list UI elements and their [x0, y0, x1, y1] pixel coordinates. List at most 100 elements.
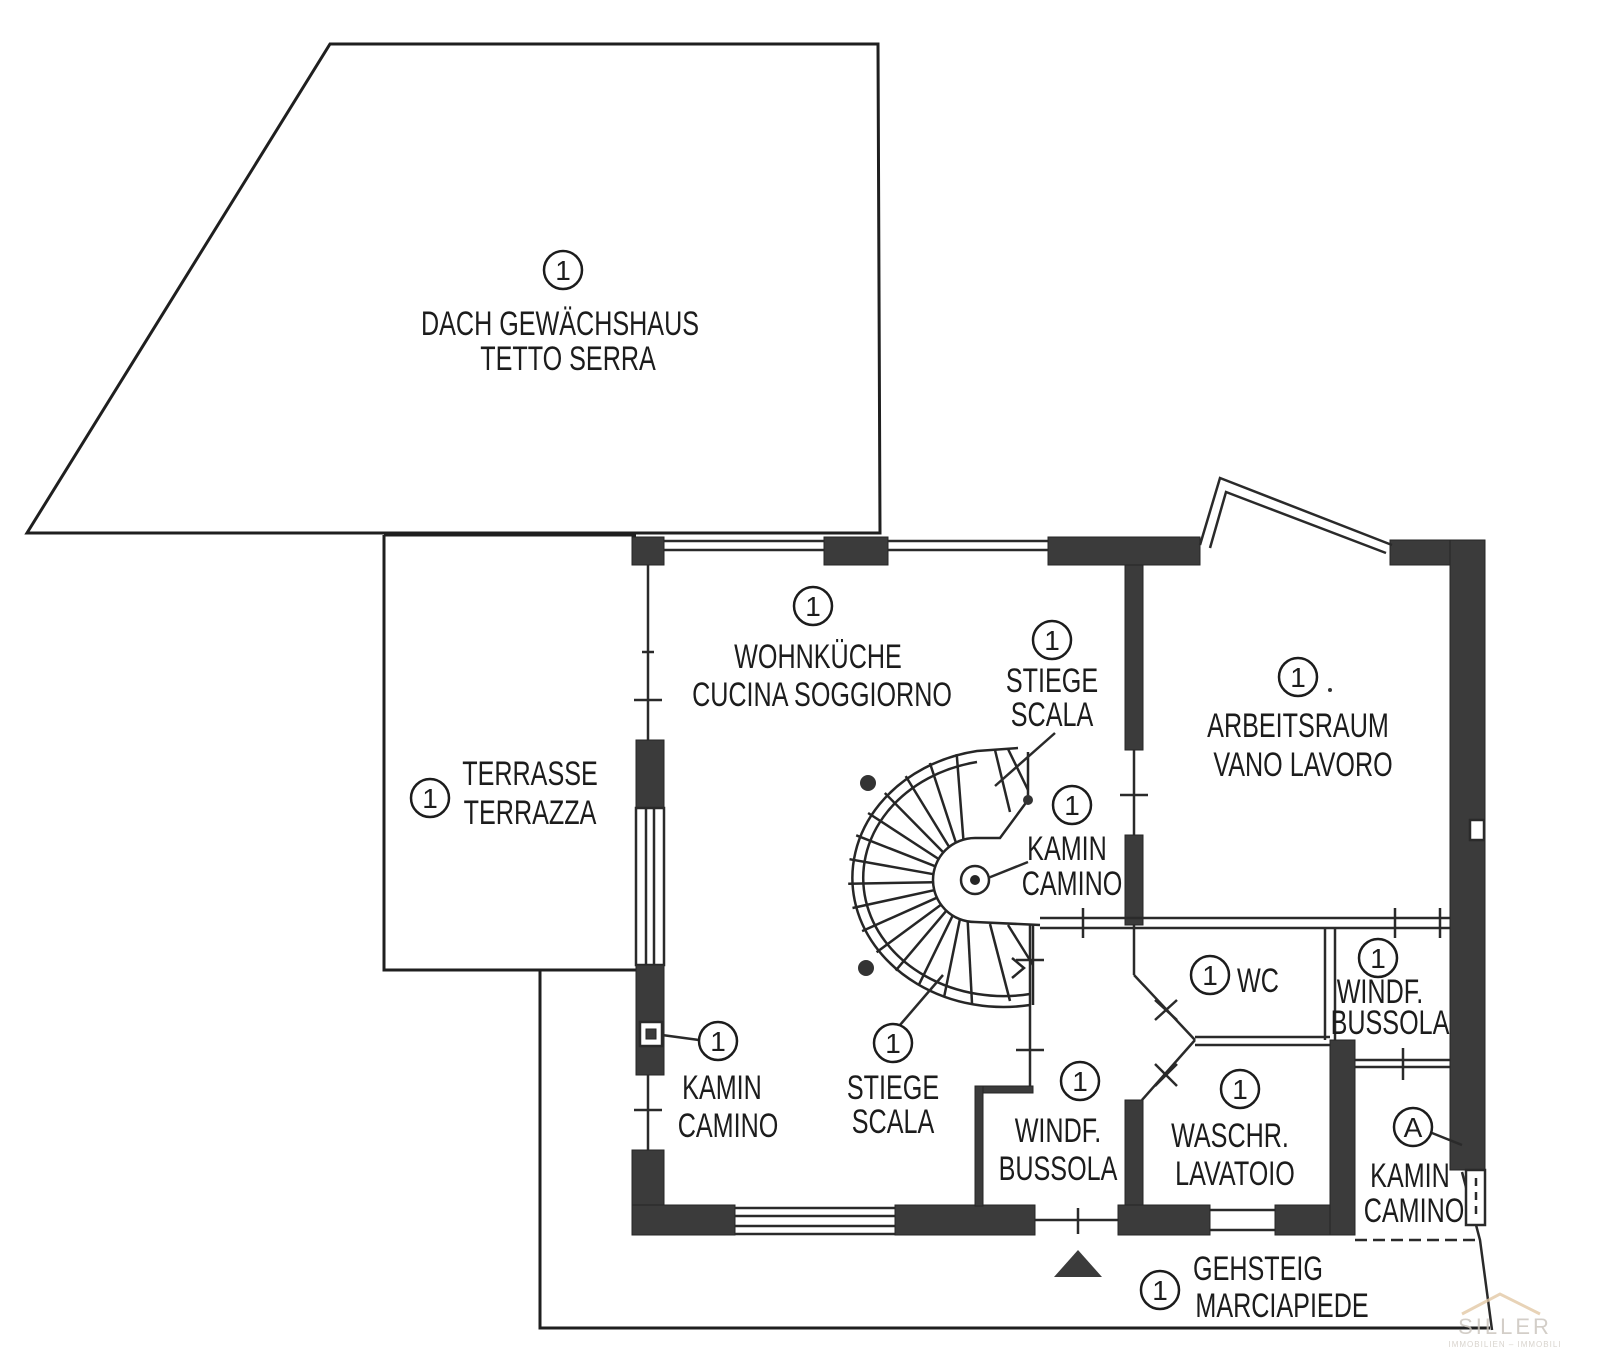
- label-line: STIEGE: [847, 1069, 939, 1107]
- stair-tread: [928, 762, 958, 843]
- greenhouse-roof-outline: [24, 42, 882, 535]
- watermark-roof-icon: [1461, 1292, 1541, 1316]
- label-line: STIEGE: [1006, 662, 1098, 700]
- label-terrace: TERRASSE TERRAZZA: [462, 755, 598, 832]
- wall-segment: [974, 1085, 984, 1207]
- label-line: WINDF.: [1015, 1112, 1102, 1150]
- stair-tread: [894, 909, 948, 972]
- marker-text: 1: [805, 591, 821, 622]
- bay-window-outer: [1198, 476, 1393, 547]
- stair-tread: [849, 857, 934, 876]
- door-mark: [1154, 1063, 1178, 1087]
- spiral-stair: [848, 746, 1041, 1009]
- chimney-left-core: [645, 1028, 657, 1040]
- wall-segment: [1329, 1039, 1356, 1236]
- wall-segment: [1117, 1204, 1211, 1236]
- label-line: CUCINA SOGGIORNO: [692, 676, 952, 714]
- stair-tread: [955, 753, 965, 840]
- label-line: CAMINO: [1022, 865, 1123, 903]
- stair-tread: [855, 834, 936, 868]
- terrace-outline: [382, 535, 636, 972]
- marker-chimney-stair: 1: [1051, 784, 1093, 826]
- label-line: TERRASSE: [462, 755, 598, 793]
- wall-segment: [631, 536, 665, 566]
- marker-wc: 1: [1189, 954, 1231, 996]
- stair-outer-edge-inner: [861, 760, 1031, 998]
- marker-laundry: 1: [1219, 1068, 1261, 1110]
- label-line: BUSSOLA: [999, 1150, 1118, 1188]
- marker-text: 1: [1044, 625, 1060, 656]
- label-line: CAMINO: [678, 1107, 779, 1145]
- marker-stair-lower: 1: [872, 1022, 914, 1064]
- stair-chimney-core: [970, 875, 980, 885]
- leader-line: [987, 860, 1029, 880]
- marker-greenhouse-roof: 1: [542, 249, 584, 291]
- marker-text: 1: [555, 255, 571, 286]
- watermark-tagline: IMMOBILIEN – IMMOBILI: [1448, 1340, 1561, 1349]
- label-living-kitchen: WOHNKÜCHE CUCINA SOGGIORNO: [692, 638, 952, 714]
- leader-line: [661, 1033, 700, 1042]
- stair-treads: [848, 748, 1035, 1004]
- watermark: SILLER IMMOBILIEN – IMMOBILI: [1448, 1292, 1561, 1349]
- stair-tread: [1006, 924, 1035, 966]
- label-line: TETTO SERRA: [480, 340, 656, 378]
- stair-tread: [904, 775, 951, 848]
- stair-tread: [883, 792, 945, 854]
- stair-inner-edge: [931, 752, 1041, 927]
- stair-post: [858, 960, 874, 976]
- marker-text: 1: [1370, 943, 1386, 974]
- label-wc: WC: [1237, 962, 1279, 1000]
- stair-tread: [848, 880, 934, 885]
- label-line: SCALA: [852, 1103, 935, 1141]
- wall-segment: [974, 1085, 1034, 1094]
- stair-post: [1023, 795, 1033, 805]
- label-greenhouse-roof: DACH GEWÄCHSHAUS TETTO SERRA: [421, 305, 699, 378]
- marker-text: 1: [885, 1028, 901, 1059]
- label-chimney-left: KAMIN CAMINO: [678, 1069, 779, 1145]
- leader-line: [1431, 1131, 1463, 1147]
- terrace-window: [634, 806, 666, 967]
- label-workroom: ARBEITSRAUM VANO LAVORO: [1207, 707, 1392, 784]
- marker-text: A: [1404, 1112, 1423, 1143]
- label-line: WOHNKÜCHE: [734, 638, 902, 676]
- stair-tread: [942, 918, 962, 997]
- label-line: BUSSOLA: [1331, 1004, 1450, 1042]
- label-sidewalk: GEHSTEIG MARCIAPIEDE: [1193, 1250, 1369, 1325]
- label-line: KAMIN: [1370, 1157, 1450, 1195]
- marker-windfang-right: 1: [1357, 937, 1399, 979]
- wall-segment: [1124, 1099, 1144, 1206]
- wall-segment: [635, 964, 665, 1076]
- label-line: WINDF.: [1337, 973, 1424, 1011]
- leader-line: [899, 974, 944, 1026]
- wall-segment: [631, 1204, 736, 1236]
- marker-text: 1: [1152, 1275, 1168, 1306]
- label-line: KAMIN: [1027, 830, 1107, 868]
- marker-text: 1: [1072, 1066, 1088, 1097]
- marker-text: 1: [710, 1026, 726, 1057]
- label-line: GEHSTEIG: [1193, 1250, 1323, 1288]
- watermark-name: SILLER: [1458, 1314, 1552, 1339]
- label-line: KAMIN: [682, 1069, 762, 1107]
- label-line: CAMINO: [1364, 1192, 1465, 1230]
- stair-direction-arrow-icon: [1011, 957, 1026, 979]
- stair-post: [860, 775, 876, 791]
- stair-tread: [875, 903, 942, 954]
- marker-text: 1: [1064, 790, 1080, 821]
- stair-tread: [917, 915, 954, 987]
- stair-tread: [852, 888, 935, 910]
- stair-tread: [867, 811, 940, 861]
- label-line: WC: [1237, 962, 1279, 1000]
- stair-tread: [1006, 748, 1030, 791]
- label-laundry: WASCHR. LAVATOIO: [1171, 1117, 1295, 1193]
- label-line: WASCHR.: [1171, 1117, 1289, 1155]
- label-stair-upper: STIEGE SCALA: [1006, 662, 1098, 734]
- wall-segment: [1389, 539, 1453, 566]
- entrance-arrow-icon: [1054, 1250, 1102, 1277]
- wall-segment: [1449, 539, 1486, 1171]
- wall-segment: [1124, 834, 1144, 926]
- label-line: TERRAZZA: [464, 794, 597, 832]
- stair-tread: [988, 923, 1012, 1002]
- label-line: SCALA: [1011, 696, 1094, 734]
- label-chimney-right: KAMIN CAMINO: [1364, 1157, 1465, 1230]
